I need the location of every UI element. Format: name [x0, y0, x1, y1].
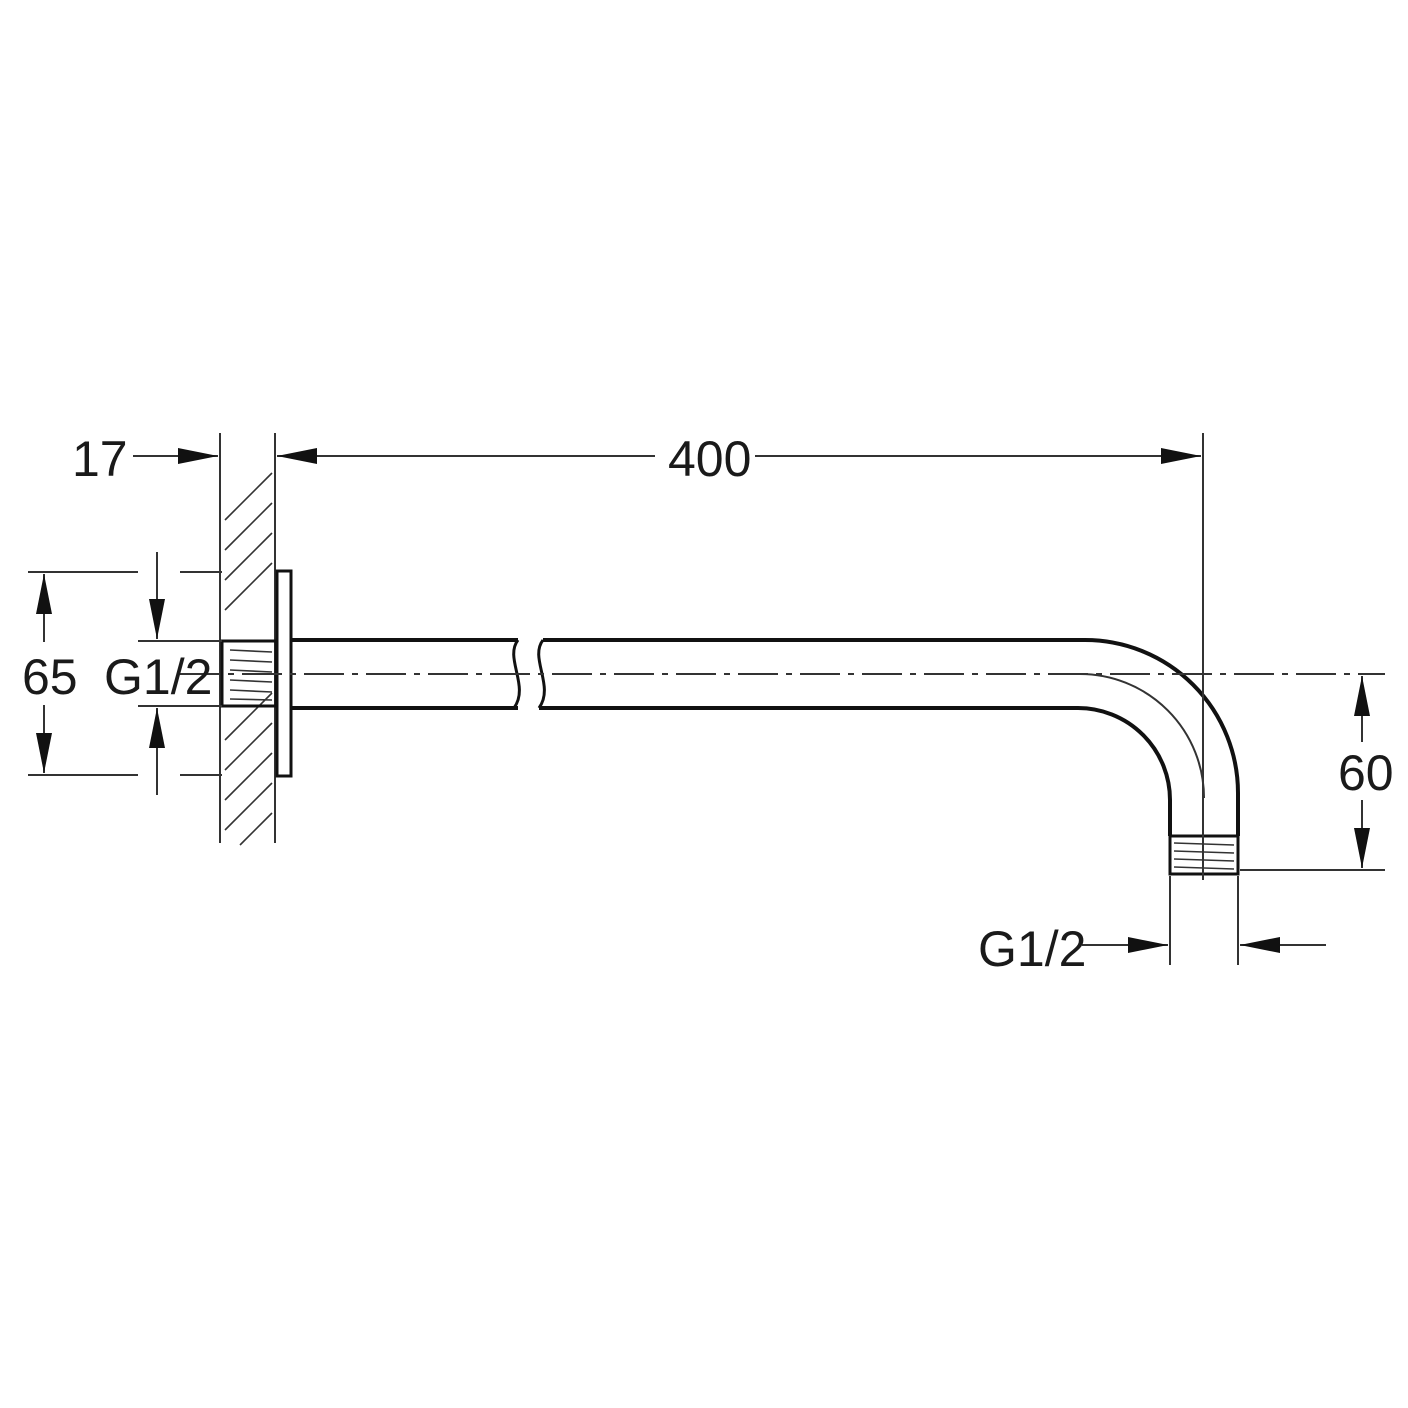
bend-center-line — [1079, 673, 1205, 799]
dimension-flange-diameter: 65 — [22, 574, 78, 773]
flange-depth-label: 17 — [72, 431, 128, 487]
dimension-drop-height: 60 — [1338, 676, 1394, 868]
arm-length-label: 400 — [668, 431, 751, 487]
arm-inner-contour — [539, 706, 1172, 836]
wall-thread-connector — [220, 639, 278, 708]
arm-outer-contour — [543, 638, 1240, 836]
break-line-right — [537, 639, 546, 709]
dimension-arm-length: 400 — [277, 431, 1201, 487]
drop-height-label: 60 — [1338, 745, 1394, 801]
extension-lines — [28, 433, 1385, 965]
dimension-outlet-thread: G1/2 — [978, 921, 1326, 977]
wall-thread-label: G1/2 — [104, 649, 212, 705]
break-line-left — [512, 639, 521, 709]
wall-section — [219, 433, 276, 846]
thread-lines — [229, 649, 273, 701]
flange-diameter-label: 65 — [22, 649, 78, 705]
dimension-wall-thread: G1/2 — [104, 552, 212, 795]
wall-hatching — [224, 472, 273, 846]
outlet-thread-label: G1/2 — [978, 921, 1086, 977]
dimension-flange-depth: 17 — [72, 431, 218, 487]
shower-arm-body — [291, 638, 1240, 836]
